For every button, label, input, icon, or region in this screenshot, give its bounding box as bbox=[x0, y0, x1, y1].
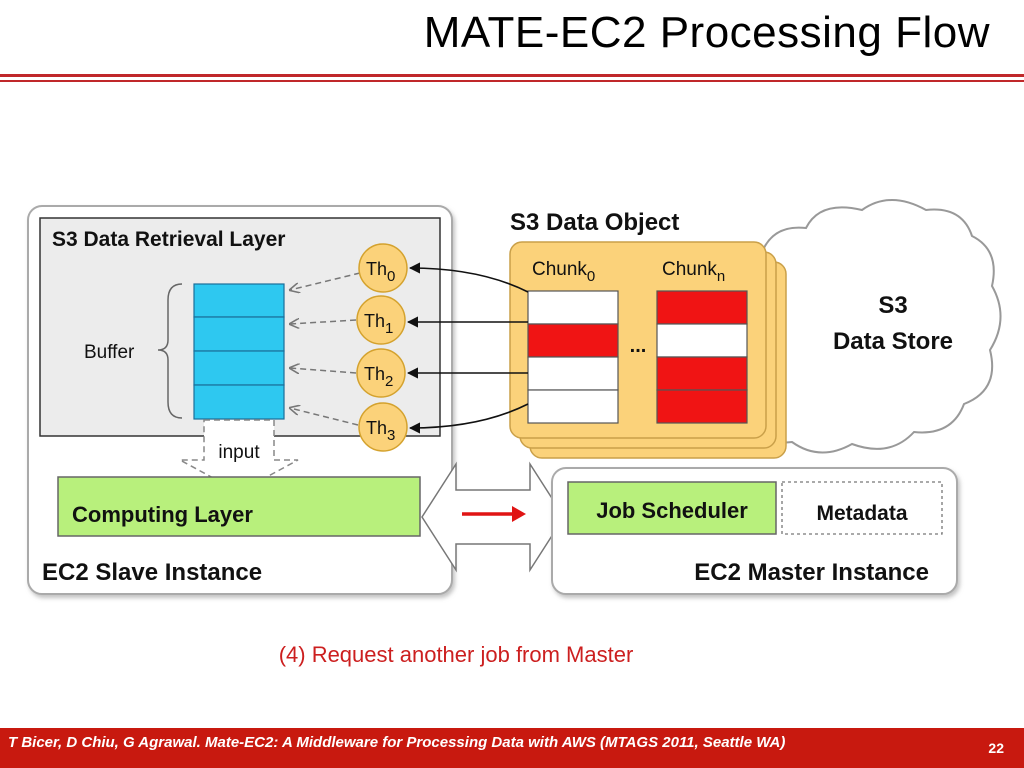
thread-0: Th0 bbox=[358, 243, 408, 293]
title-rule-thin bbox=[0, 80, 1024, 82]
chunkn-block-retrieving bbox=[656, 356, 748, 391]
computing-layer-label: Computing Layer bbox=[72, 502, 253, 527]
chunk0-block bbox=[527, 356, 619, 391]
svg-text:Th1: Th1 bbox=[364, 311, 393, 337]
master-instance-label: EC2 Master Instance bbox=[694, 559, 929, 586]
thread-3: Th3 bbox=[358, 402, 408, 452]
buffer-cell bbox=[193, 316, 285, 352]
job-scheduler-box bbox=[567, 481, 777, 535]
thread-label: Th bbox=[366, 259, 387, 279]
buffer-cell bbox=[193, 384, 285, 420]
dashed-arrow bbox=[290, 408, 359, 426]
buffer-label: Buffer bbox=[84, 342, 135, 363]
thread-label: Th bbox=[366, 418, 387, 438]
thread-label: Th bbox=[364, 311, 385, 331]
chunkn-block-retrieving bbox=[656, 389, 748, 424]
solid-arrow bbox=[408, 262, 529, 293]
chunk0-label: Chunk bbox=[532, 259, 587, 280]
dashed-arrow bbox=[290, 320, 357, 324]
thread-subscript: 2 bbox=[385, 373, 393, 390]
thread-2: Th2 bbox=[356, 348, 406, 398]
data-store-label-line1: S3 bbox=[878, 292, 907, 319]
thread-subscript: 0 bbox=[387, 268, 395, 285]
metadata-label: Metadata bbox=[816, 502, 907, 525]
job-scheduler-label: Job Scheduler bbox=[596, 498, 748, 523]
thread-subscript: 3 bbox=[387, 427, 395, 444]
chunkn-block-retrieving bbox=[656, 290, 748, 325]
data-store-label-line2: Data Store bbox=[833, 328, 953, 355]
s3-data-object: S3 Data Object Chunk0 Chunkn ... bbox=[509, 209, 787, 459]
input-arrow: input bbox=[179, 419, 299, 493]
computing-layer-box: Computing Layer bbox=[57, 476, 421, 537]
slave-master-channel bbox=[421, 461, 565, 573]
buffer-cell bbox=[193, 283, 285, 318]
step-caption: (4) Request another job from Master bbox=[278, 642, 634, 667]
chunk0-subscript: 0 bbox=[587, 268, 595, 285]
thread-to-buffer-arrows bbox=[290, 272, 361, 426]
chunk0-block-retrieving bbox=[527, 323, 619, 358]
citation: T Bicer, D Chiu, G Agrawal. Mate-EC2: A … bbox=[8, 734, 786, 751]
buffer: Buffer bbox=[84, 283, 285, 420]
thread-1: Th1 bbox=[356, 295, 406, 345]
thread-label: Th bbox=[364, 364, 385, 384]
slave-instance-label: EC2 Slave Instance bbox=[42, 559, 262, 586]
slide-title: MATE-EC2 Processing Flow bbox=[423, 8, 990, 57]
chunkn-subscript: n bbox=[717, 268, 725, 285]
solid-arrow bbox=[408, 403, 529, 434]
svg-text:Chunk0: Chunk0 bbox=[532, 259, 595, 285]
chunkn-block bbox=[656, 323, 748, 358]
retrieval-layer-label: S3 Data Retrieval Layer bbox=[52, 228, 285, 251]
svg-text:Chunkn: Chunkn bbox=[662, 259, 725, 285]
input-label: input bbox=[218, 442, 260, 463]
dashed-arrow bbox=[290, 368, 357, 373]
buffer-cell bbox=[193, 350, 285, 386]
chunk-to-thread-arrows bbox=[406, 262, 529, 434]
chunk0-block bbox=[527, 389, 619, 424]
dashed-arrow bbox=[290, 272, 361, 290]
chunks-ellipsis: ... bbox=[630, 335, 647, 357]
s3-data-object-label: S3 Data Object bbox=[510, 209, 679, 236]
svg-text:Th0: Th0 bbox=[366, 259, 395, 285]
title-rule-thick bbox=[0, 74, 1024, 77]
thread-subscript: 1 bbox=[385, 320, 393, 337]
request-job-arrowhead bbox=[512, 506, 526, 522]
chunk0-block bbox=[527, 290, 619, 325]
buffer-brace bbox=[157, 283, 183, 419]
svg-text:Th2: Th2 bbox=[364, 364, 393, 390]
svg-text:Th3: Th3 bbox=[366, 418, 395, 444]
footer-bar: T Bicer, D Chiu, G Agrawal. Mate-EC2: A … bbox=[0, 728, 1024, 768]
page-number: 22 bbox=[988, 740, 1004, 756]
master-instance-box: Job Scheduler Metadata EC2 Master Instan… bbox=[551, 467, 958, 595]
chunkn-label: Chunk bbox=[662, 259, 717, 280]
metadata-box bbox=[781, 481, 943, 535]
s3-data-store-cloud: S3 Data Store bbox=[748, 199, 1002, 454]
